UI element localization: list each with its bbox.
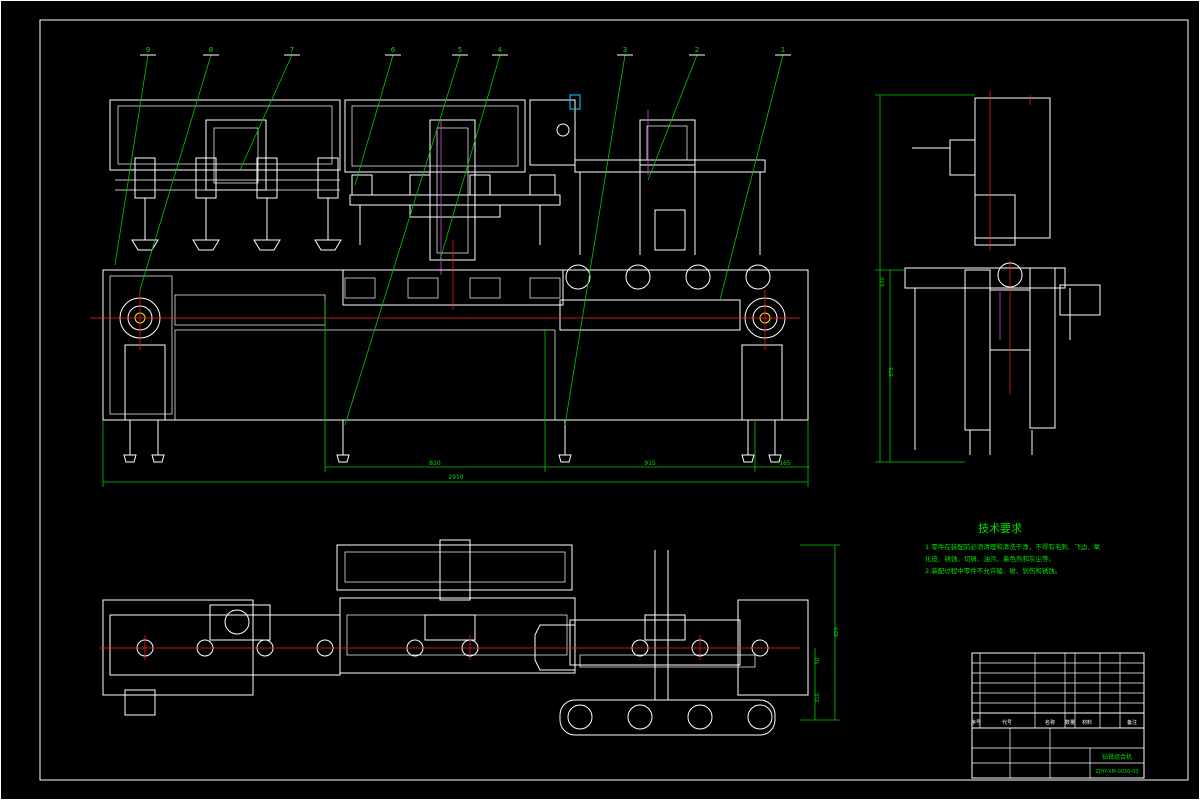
title-block-header-1: 序号 bbox=[971, 719, 981, 726]
dim-side-height-lower: 575 bbox=[889, 367, 895, 377]
title-block-header-5: 材料 bbox=[1082, 719, 1092, 726]
dim-top-v2: 50 bbox=[815, 658, 821, 664]
dim-front-d2: 915 bbox=[644, 460, 656, 467]
top-view bbox=[100, 539, 840, 736]
tech-notes-line-3: 2.装配过程中零件不允许磕、碰、划伤和锈蚀。 bbox=[925, 566, 1061, 575]
balloon-5: 5 bbox=[458, 46, 462, 54]
dim-top-v1: 620 bbox=[834, 627, 840, 637]
dim-top-v3: 310 bbox=[815, 693, 821, 703]
balloon-2: 2 bbox=[695, 46, 699, 54]
title-block-header-6: 备注 bbox=[1127, 719, 1137, 726]
title-block-header-4: 数量 bbox=[1065, 719, 1075, 726]
dim-front-overall: 2910 bbox=[448, 474, 463, 481]
tech-notes-title: 技术要求 bbox=[978, 522, 1022, 535]
dim-front-d1: 810 bbox=[429, 460, 441, 467]
balloon-9: 9 bbox=[146, 46, 150, 54]
title-block-header-3: 名称 bbox=[1045, 719, 1055, 726]
title-block-drawing-number: ZJHY-XM-0030-00 bbox=[1095, 769, 1138, 775]
tech-notes-line-2: 化皮、锈蚀、切屑、油污、着色剂和灰尘等。 bbox=[925, 554, 1055, 563]
side-view bbox=[875, 90, 1101, 463]
dim-side-height-upper: 630 bbox=[880, 277, 886, 287]
balloon-7: 7 bbox=[290, 46, 294, 54]
dim-front-d3: 165 bbox=[779, 460, 791, 467]
front-view bbox=[90, 54, 810, 487]
balloon-8: 8 bbox=[209, 46, 213, 54]
balloon-4: 4 bbox=[498, 46, 503, 54]
part-balloons: 9 8 7 6 5 4 3 2 1 bbox=[140, 46, 791, 56]
title-block-header-2: 代号 bbox=[1002, 719, 1012, 726]
tech-notes-line-1: 1.零件在装配前必须清理和清洗干净，不得有毛刺、飞边、氧 bbox=[925, 542, 1101, 551]
title-block-drawing-name: 钻铣组合机 bbox=[1102, 753, 1132, 761]
balloon-6: 6 bbox=[391, 46, 396, 54]
balloon-1: 1 bbox=[781, 46, 785, 54]
balloon-3: 3 bbox=[623, 46, 627, 54]
inner-frame bbox=[39, 19, 1189, 781]
title-block bbox=[971, 652, 1145, 779]
